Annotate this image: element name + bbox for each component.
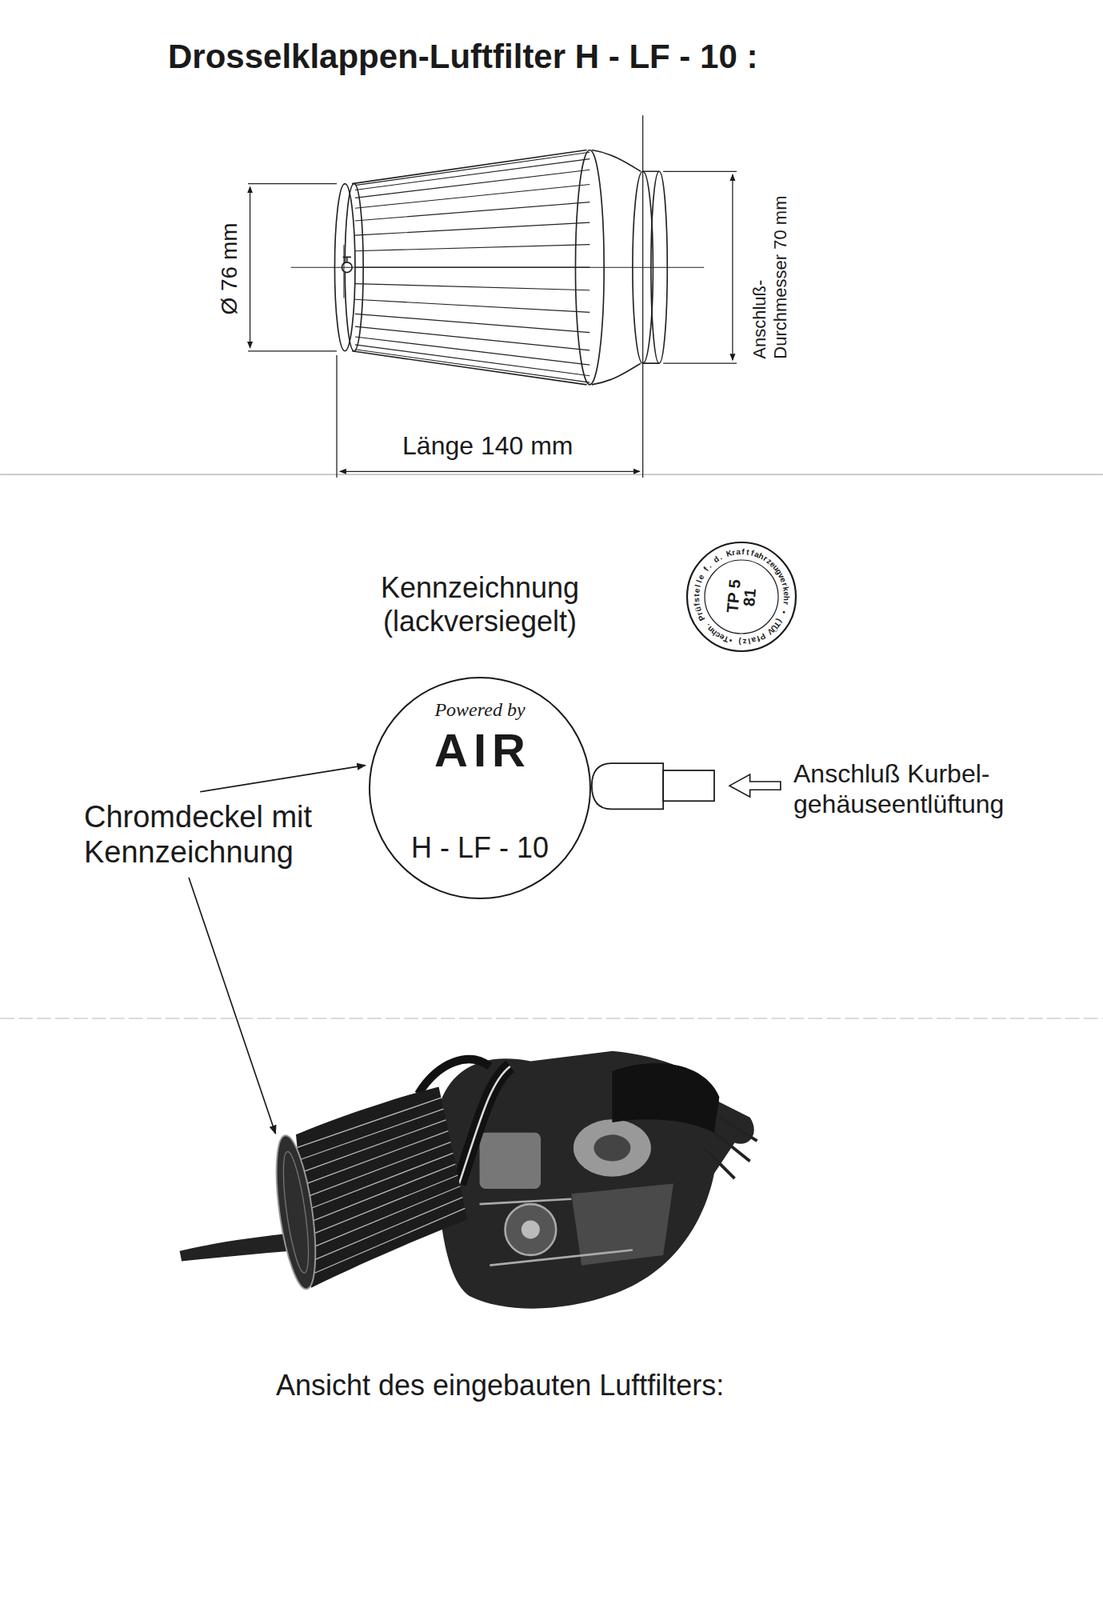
dimension-line [247,183,337,352]
stamp-outline [704,559,779,634]
vent-fitting [591,763,715,809]
dimension-line [336,115,644,478]
engine-photo [573,1118,652,1176]
dimension-label: Länge 140 mm [402,430,573,461]
dimension-label: Ø 76 mm [215,222,244,315]
leader-line [188,877,276,1134]
engine-photo [268,1132,323,1291]
fold-line [0,474,1103,1019]
engine-photo [295,1086,468,1287]
logo-script: Powered by [367,699,592,720]
engine-photo [504,1203,556,1255]
marking-circle: Kennzeichnung (lackversiegelt)Powered by… [367,675,592,900]
center-line [291,244,705,298]
vent-fitting [591,763,664,809]
dimension-line [339,471,640,472]
dimension-line [247,115,737,478]
engine-photo [593,1134,631,1161]
leader-line [199,765,366,792]
fold-line [0,1017,1103,1020]
caption-label: Ansicht des eingebauten Luftfilters: [275,1368,724,1403]
page-title: Drosselklappen-Luftfilter H - LF - 10 : [167,36,758,77]
callout-label: Chromdeckel mit Kennzeichnung [83,799,328,870]
engine-photo [703,1117,757,1179]
engine-photo [521,1220,540,1239]
dimension-line [249,186,251,348]
engine-photo [278,1150,314,1275]
engine-photo [459,1066,511,1184]
engine-photo [436,1051,754,1309]
vent-fitting [663,770,715,801]
part-number: H - LF - 10 [367,833,592,863]
approval-stamp: Techn. Prüfstelle f. d. Kraftfahrzeugver… [685,540,798,653]
marking-heading: Kennzeichnung (lackversiegelt) [350,571,610,638]
dimension-line [731,174,733,360]
engine-photo [179,1051,758,1309]
engine-photo [418,1059,490,1094]
fold-line [0,473,1103,476]
center-line [291,244,705,298]
engine-photo [611,1063,720,1133]
dimension-label: Anschluß- Durchmesser 70 mm [749,187,792,359]
engine-photo [297,1097,466,1275]
dimension-line [663,171,737,364]
callout-label: Anschluß Kurbel- gehäuseentlüftung [793,758,1014,820]
engine-photo [479,1132,542,1189]
engine-photo [571,1183,674,1266]
logo-text: AIR [367,727,592,774]
stamp-number: TP 5 81 [723,574,760,619]
engine-photo [459,1066,511,1184]
engine-photo [479,1198,633,1266]
hollow-arrow [729,774,781,797]
hollow-arrow [729,774,781,797]
stamp-outline [687,542,796,652]
